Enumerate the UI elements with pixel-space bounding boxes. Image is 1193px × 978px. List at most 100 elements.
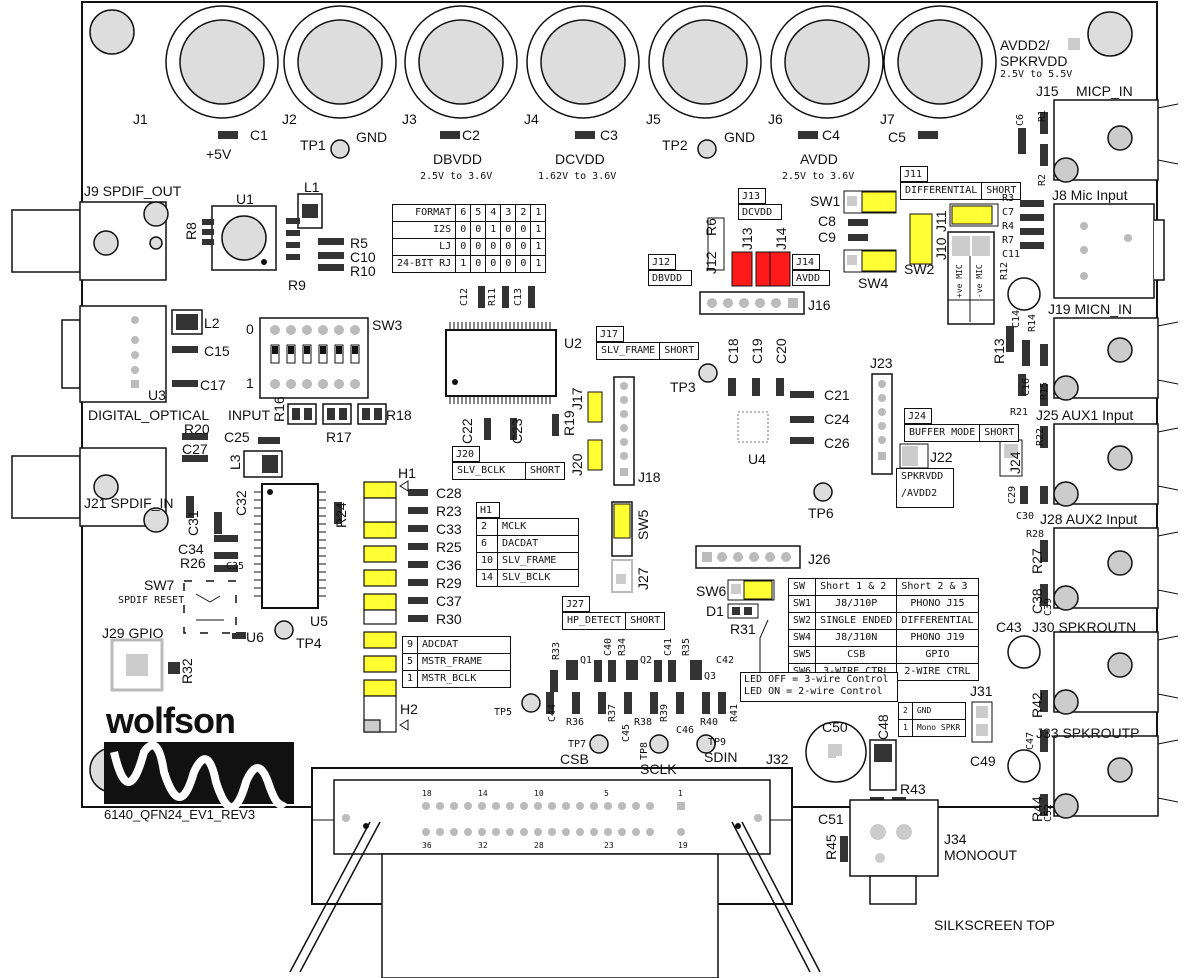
label-dbvdd-range: 2.5V to 3.6V [420,171,493,182]
label-ve-mic-p: +ve MIC [955,264,964,298]
h1-signal: MCLK [497,518,580,536]
label-j21: J21 SPDIF_IN [84,495,174,511]
label-board-rev: 6140_QFN24_EV1_REV3 [104,807,256,822]
label-c15: C15 [204,343,230,359]
j31-pin: 2 [898,702,913,720]
label-j5: J5 [646,111,661,127]
label-r36: R36 [566,717,585,728]
label-j24: J24 [1007,451,1023,474]
format-cell: 0 [515,221,532,239]
j20-box-title: J20 [452,446,480,462]
label-c2: C2 [462,127,480,143]
label-avdd-range: 2.5V to 3.6V [782,171,855,182]
j27-a: HP_DETECT [561,612,627,630]
label-c47: C47 [1025,731,1036,750]
label-c5: C5 [888,129,906,145]
label-j17: J17 [569,387,585,410]
mount-hole-tr [1087,11,1133,57]
label-c41: C41 [663,637,674,656]
format-cell: 5 [470,204,487,222]
format-cell: 3 [500,204,517,222]
h1-pin: 6 [475,535,499,553]
label-c48: C48 [875,714,891,740]
label-sdin: SDIN [704,749,738,765]
label-j20: J20 [569,453,585,476]
label-j1: J1 [133,111,148,127]
label-gnd1: GND [356,129,388,145]
label-r14: R14 [1027,313,1038,332]
label-spdif-reset: SPDIF RESET [118,595,185,606]
label-r32: R32 [179,658,195,684]
format-cell: 0 [500,255,517,273]
format-cell: LJ [391,238,457,256]
h2-signal: ADCDAT [417,636,512,654]
j17-a: SLV_FRAME [595,342,661,360]
label-sw2: SW2 [904,261,935,277]
h1-pin: 10 [475,552,499,570]
j20-title: J20 [456,449,475,460]
label-j16: J16 [808,297,831,313]
format-cell: 1 [530,204,547,222]
label-csb: CSB [560,751,589,767]
label-r37: R37 [607,703,618,722]
label-c30: C30 [1016,511,1035,522]
j11-a: DIFFERENTIAL [899,182,983,200]
j14-box: AVDD [792,270,830,286]
led-note-2: LED ON = 2-wire Control [744,686,883,697]
label-r5: R5 [350,235,368,251]
label-j28: J28 AUX2 Input [1040,511,1138,527]
label-sw3-0: 0 [246,321,254,337]
power-jacks [165,5,997,119]
label-u1: U1 [236,191,254,207]
spkrvdd-box: SPKRVDD/AVDD2 [896,468,954,508]
label-tp2: TP2 [662,137,688,153]
label-r31: R31 [730,621,756,637]
sw-cell: J8/J10P [815,595,898,613]
label-c21: C21 [824,387,850,403]
label-c45: C45 [621,723,632,742]
label-h1: H1 [398,465,416,481]
format-cell: 0 [500,238,517,256]
label-l3: L3 [227,454,243,470]
format-cell: 1 [530,221,547,239]
h2-signal: MSTR_BCLK [417,670,512,688]
j12-box-title: J12 [648,254,676,270]
j13-box: DCVDD [738,204,782,220]
label-tp6: TP6 [808,505,834,521]
label-r10: R10 [350,263,376,279]
h2-signal: MSTR_FRAME [417,653,512,671]
format-cell: 0 [470,221,487,239]
h2-pin: 9 [401,636,419,654]
label-tp5: TP5 [494,707,513,718]
j12-text: DBVDD [652,273,683,284]
label-j29: J29 GPIO [102,625,164,641]
format-cell: 1 [485,221,502,239]
j12-box: DBVDD [648,270,692,286]
label-r2: R2 [1037,173,1048,186]
label-sw7: SW7 [144,577,175,593]
label-c38: C38 [1029,588,1045,614]
label-j22: J22 [930,449,953,465]
j13-title: J13 [742,191,761,202]
j20-b: SHORT [524,462,566,480]
label-r21: R21 [1010,407,1029,418]
j24-b: SHORT [979,424,1020,442]
pin-10: 10 [534,789,544,798]
label-r28: R28 [1026,529,1045,540]
label-l2: L2 [204,315,220,331]
label-j2: J2 [282,111,297,127]
label-tp8: TP8 [639,741,650,760]
label-c29: C29 [1007,485,1018,504]
sw-cell: SW [787,578,817,596]
label-r9: R9 [288,277,306,293]
format-cell: 6 [455,204,472,222]
label-c44: C44 [547,703,558,722]
label-j8: J8 Mic Input [1052,187,1128,203]
sw-cell: Short 1 & 2 [815,578,898,596]
sw-cell: 2-WIRE CTRL [896,663,979,681]
label-tp4: TP4 [296,635,322,651]
